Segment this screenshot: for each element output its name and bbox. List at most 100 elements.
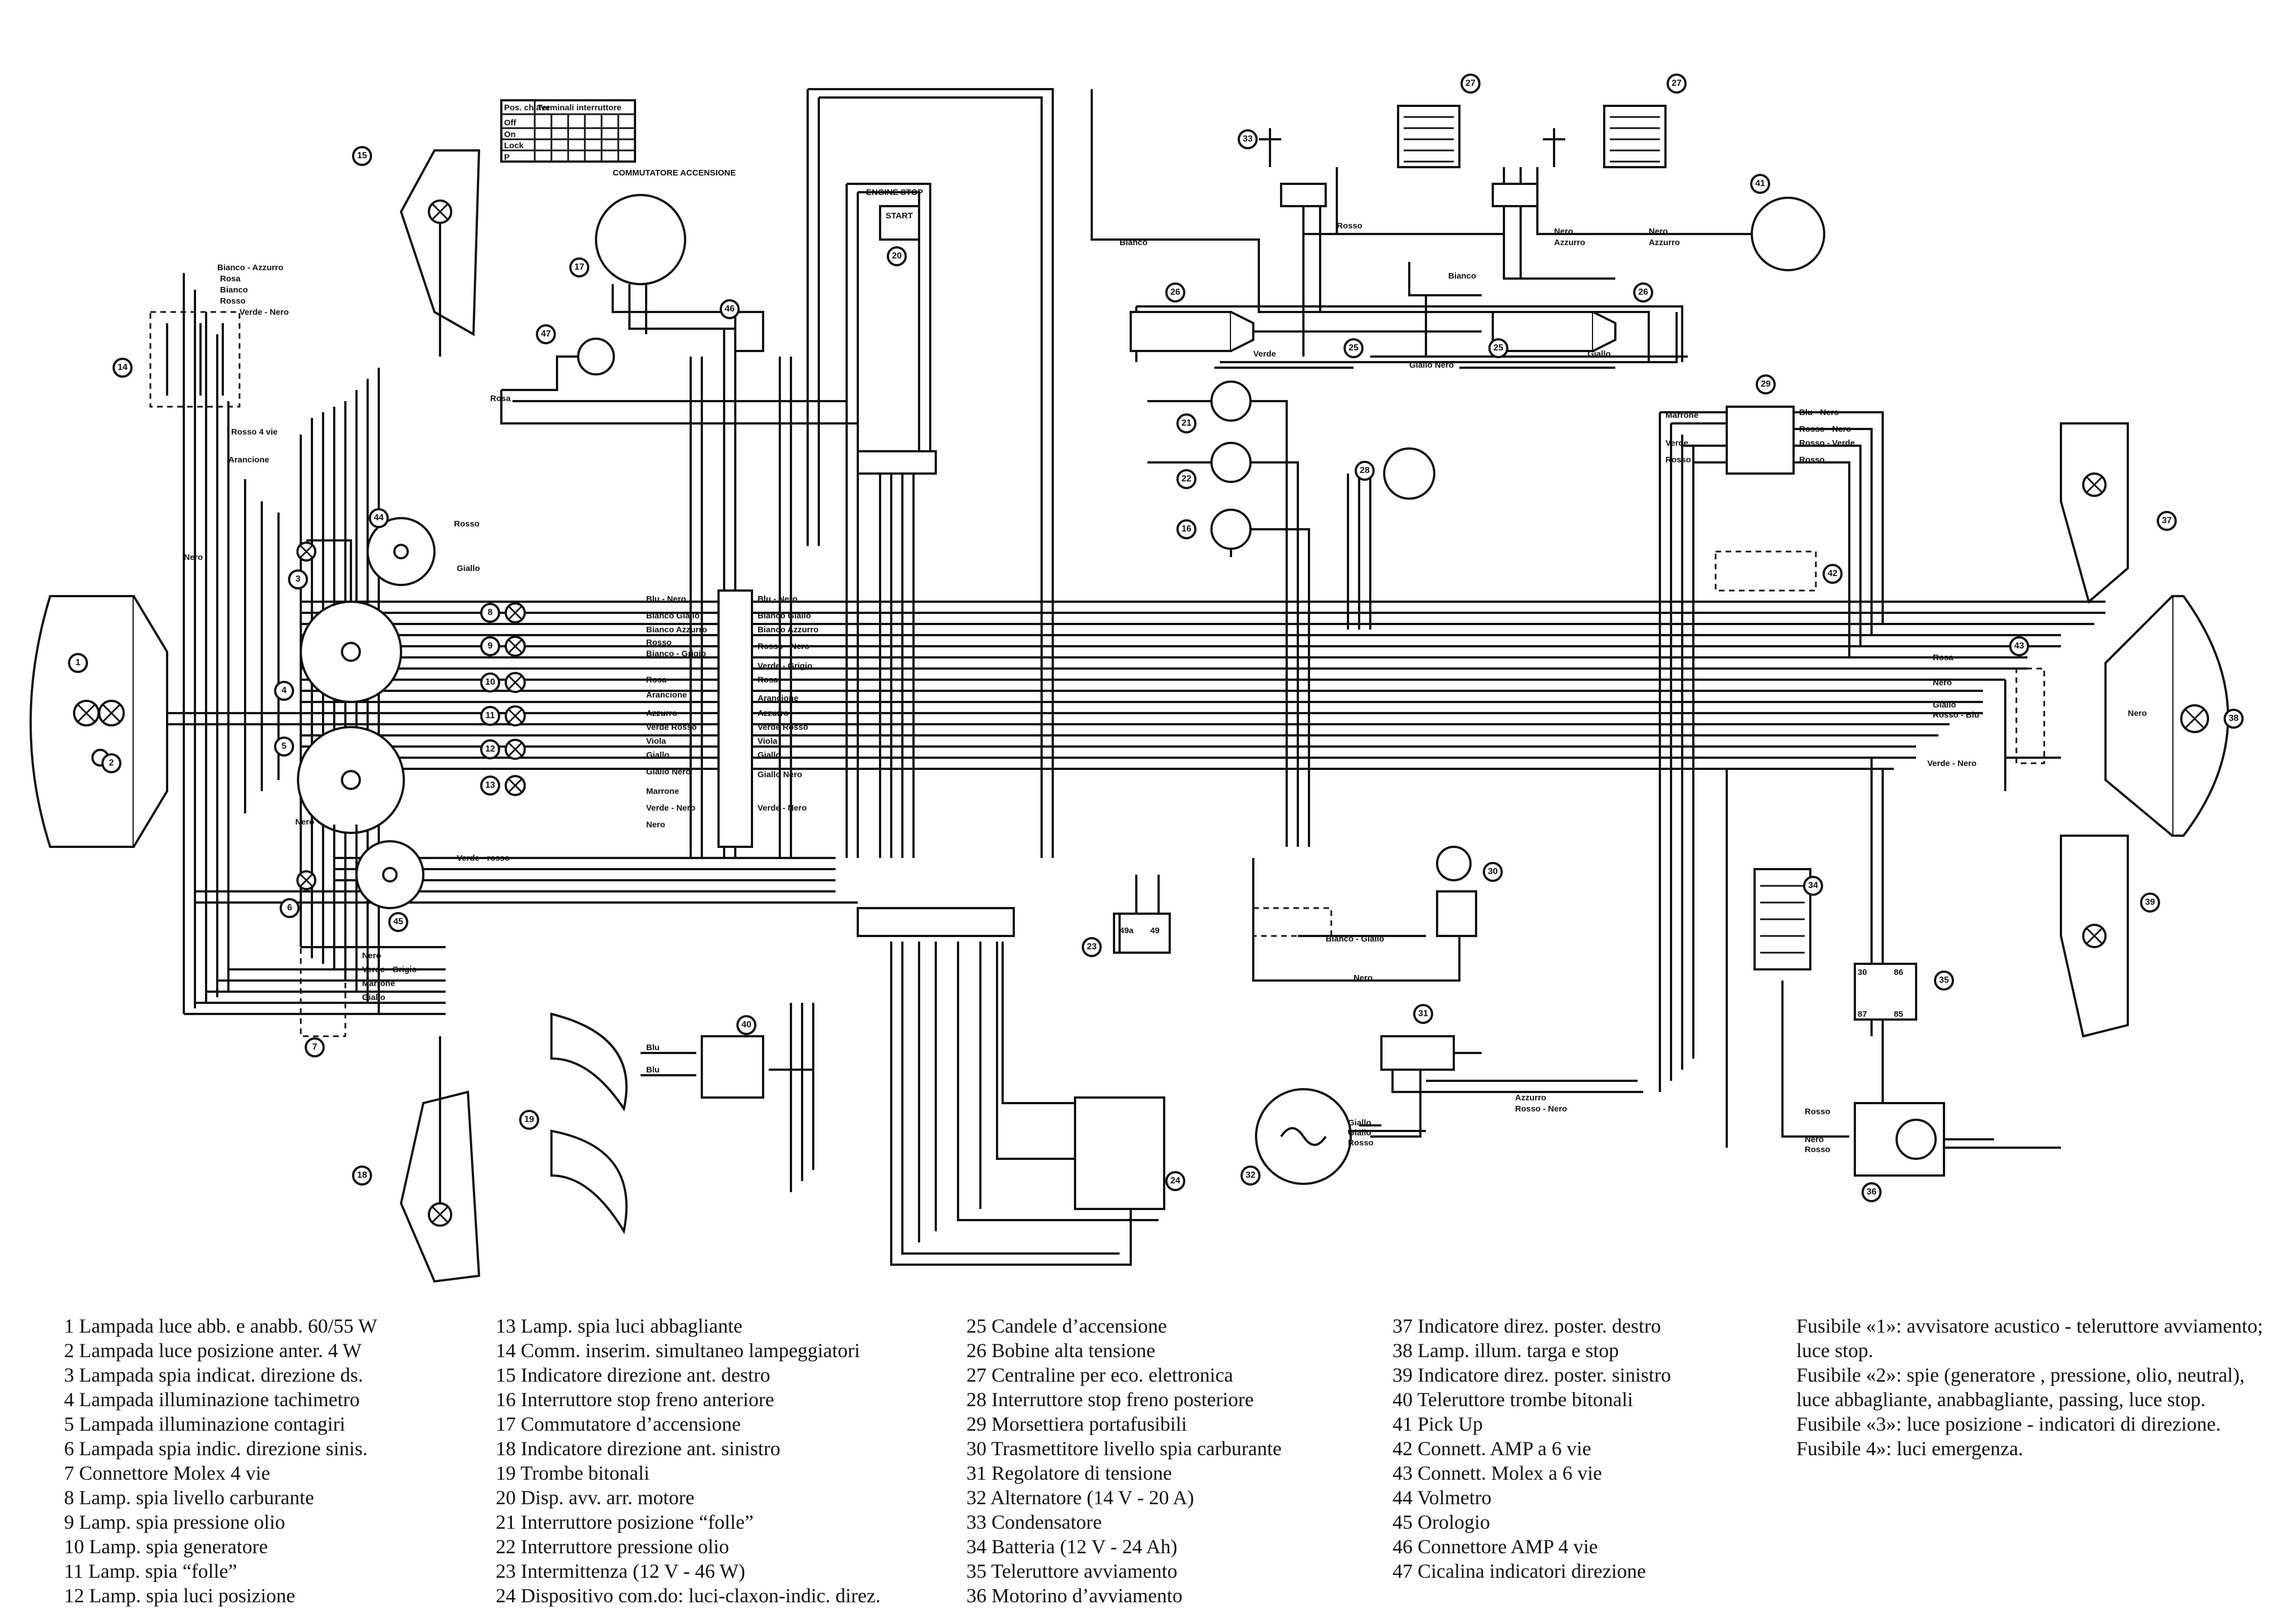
label-32: 32 (1245, 1171, 1256, 1180)
legend-item: 21 Interruttore posizione “folle” (496, 1511, 754, 1533)
legend-item: 43 Connett. Molex a 6 vie (1393, 1462, 1602, 1484)
wire-label-arancione-r: Arancione (758, 694, 798, 703)
legend-item: 38 Lamp. illum. targa e stop (1393, 1339, 1619, 1362)
legend-item: 47 Cicalina indicatori direzione (1393, 1560, 1646, 1582)
wire-label-azzurro-ign: Azzurro (1554, 238, 1585, 247)
fuel-sender (1436, 846, 1477, 937)
legend-item: 10 Lamp. spia generatore (64, 1535, 268, 1558)
label-9: 9 (488, 641, 493, 651)
rear-brake-switch (1383, 447, 1435, 500)
wire-label-giallo-conn: Giallo (362, 993, 385, 1002)
wire-label-giallo-m: Giallo (646, 750, 670, 760)
legend-col-4: 37 Indicatore direz. poster. destro 38 L… (1393, 1314, 1794, 1583)
wire-label-blu-horn: Blu (646, 1043, 660, 1052)
rear-light (2104, 595, 2229, 837)
wire-label-nero-fuel: Nero (1354, 973, 1372, 983)
legend-item: 28 Interruttore stop freno posteriore (966, 1388, 1254, 1411)
wire-label-rosso-blu-rear: Rosso - Blu (1933, 710, 1979, 720)
label-37: 37 (2162, 516, 2172, 525)
switch-table-text: Pos. chiave Terminali interruttore Off O… (504, 103, 923, 221)
legend-item: 12 Lamp. spia luci posizione (64, 1584, 295, 1607)
starter-relay (1854, 963, 1917, 1021)
wire-label-bianco-ign: Bianco (1120, 238, 1147, 247)
fuse-note-4: Fusibile 4»: luci emergenza. (1796, 1437, 2024, 1460)
legend-item: 19 Trombe bitonali (496, 1462, 650, 1484)
legend-item: 25 Candele d’accensione (966, 1315, 1167, 1337)
wire-label-blu-nero-fuse: Blu - Nero (1799, 408, 1839, 417)
wire-label-marrone-fuse: Marrone (1665, 411, 1698, 420)
label-27b: 27 (1672, 79, 1682, 88)
label-22: 22 (1181, 474, 1191, 484)
label-28: 28 (1360, 466, 1370, 475)
wire-label-blu-nero: Blu - Nero (646, 594, 686, 604)
wire-label-giallo-r: Giallo (758, 750, 781, 760)
wire-label-giallo-alt2: Giallo (1348, 1128, 1371, 1138)
legend-item: 35 Teleruttore avviamento (966, 1560, 1178, 1582)
legend: 1 Lampada luce abb. e anabb. 60/55 W 2 L… (0, 1314, 2296, 1615)
label-14: 14 (118, 363, 128, 372)
wire-label-giallo-nero-m: Giallo Nero (646, 767, 691, 777)
table-header-pos: Pos. chiave (504, 103, 550, 113)
flasher (1118, 913, 1171, 954)
wire-label-arancione-left: Arancione (228, 455, 269, 465)
connector-blocks (300, 183, 2045, 1037)
legend-item: 32 Alternatore (14 V - 20 A) (966, 1486, 1194, 1509)
wire-label-nero-pickup: Nero (1649, 227, 1668, 236)
label-6: 6 (287, 903, 292, 913)
wire-label-rosso-m: Rosso (646, 638, 672, 647)
wire-label-rosso-fuse2: Rosso (1799, 455, 1825, 465)
legend-item: 24 Dispositivo com.do: luci-claxon-indic… (496, 1584, 881, 1607)
left-harness (183, 273, 446, 1015)
label-17: 17 (574, 262, 584, 272)
terminal-86: 86 (1894, 968, 1903, 977)
ignition-switch-table (500, 99, 636, 163)
handlebar-control (1074, 1096, 1165, 1210)
voltmeter (367, 517, 436, 586)
wire-label-rosso-nero-reg: Rosso - Nero (1515, 1104, 1567, 1114)
wire-label-rosa-mid: Rosa (490, 394, 511, 403)
terminal-87: 87 (1858, 1009, 1867, 1019)
table-row-lock: Lock (504, 141, 524, 150)
label-12: 12 (485, 744, 495, 754)
wire-label-nero-rear2: Nero (2128, 709, 2147, 718)
wire-label-rosso-starter: Rosso (1805, 1107, 1830, 1116)
legend-item: 7 Connettore Molex 4 vie (64, 1462, 270, 1484)
label-5: 5 (282, 742, 287, 751)
engine-stop-label: ENGINE STOP (866, 188, 923, 197)
wire-label-verde-grigio-r: Verde - Grigio (758, 661, 812, 671)
wire-label-nero-m: Nero (646, 820, 665, 830)
wire-label-azzurro-pickup: Azzurro (1649, 238, 1680, 247)
legend-item: 23 Intermittenza (12 V - 46 W) (496, 1560, 745, 1582)
label-26a: 26 (1170, 287, 1180, 297)
label-30: 30 (1488, 867, 1498, 876)
legend-item: 6 Lampada spia indic. direzione sinis. (64, 1437, 368, 1460)
label-45: 45 (393, 917, 403, 926)
label-34: 34 (1808, 881, 1818, 890)
legend-item: 40 Teleruttore trombe bitonali (1393, 1388, 1633, 1411)
legend-item: 39 Indicatore direz. poster. sinistro (1393, 1364, 1671, 1386)
turn-indicator-front-left (399, 1036, 481, 1283)
wire-label-azzurro-reg: Azzurro (1515, 1093, 1546, 1103)
wire-label-rosso-mid: Rosso (454, 519, 480, 529)
table-row-off: Off (504, 118, 517, 128)
wire-label-giallo-rear: Giallo (1933, 700, 1956, 710)
legend-item: 9 Lamp. spia pressione olio (64, 1511, 285, 1533)
legend-item: 1 Lampada luce abb. e anabb. 60/55 W (64, 1315, 378, 1337)
label-11: 11 (486, 711, 495, 720)
label-2: 2 (109, 758, 114, 768)
wire-label-rosso-4vie: Rosso 4 vie (231, 427, 277, 437)
legend-item: 8 Lamp. spia livello carburante (64, 1486, 314, 1509)
voltage-regulator (1380, 1035, 1482, 1071)
wiring-diagram: 1 2 3 4 5 6 7 8 9 10 11 12 13 14 15 16 1… (30, 74, 2244, 1283)
label-47: 47 (541, 329, 551, 339)
label-24: 24 (1170, 1176, 1180, 1186)
wire-label-verde-coil: Verde (1253, 349, 1276, 359)
legend-item: 20 Disp. avv. arr. motore (496, 1486, 695, 1509)
legend-item: 41 Pick Up (1393, 1413, 1483, 1435)
wire-label-nero-lower: Nero (295, 817, 314, 827)
label-4: 4 (282, 686, 287, 695)
label-36: 36 (1867, 1187, 1877, 1197)
wire-label-verde-nero-rear: Verde - Nero (1927, 759, 1976, 768)
legend-item: 46 Connettore AMP 4 vie (1393, 1535, 1598, 1558)
wire-label-rosso-top: Rosso (220, 296, 246, 306)
